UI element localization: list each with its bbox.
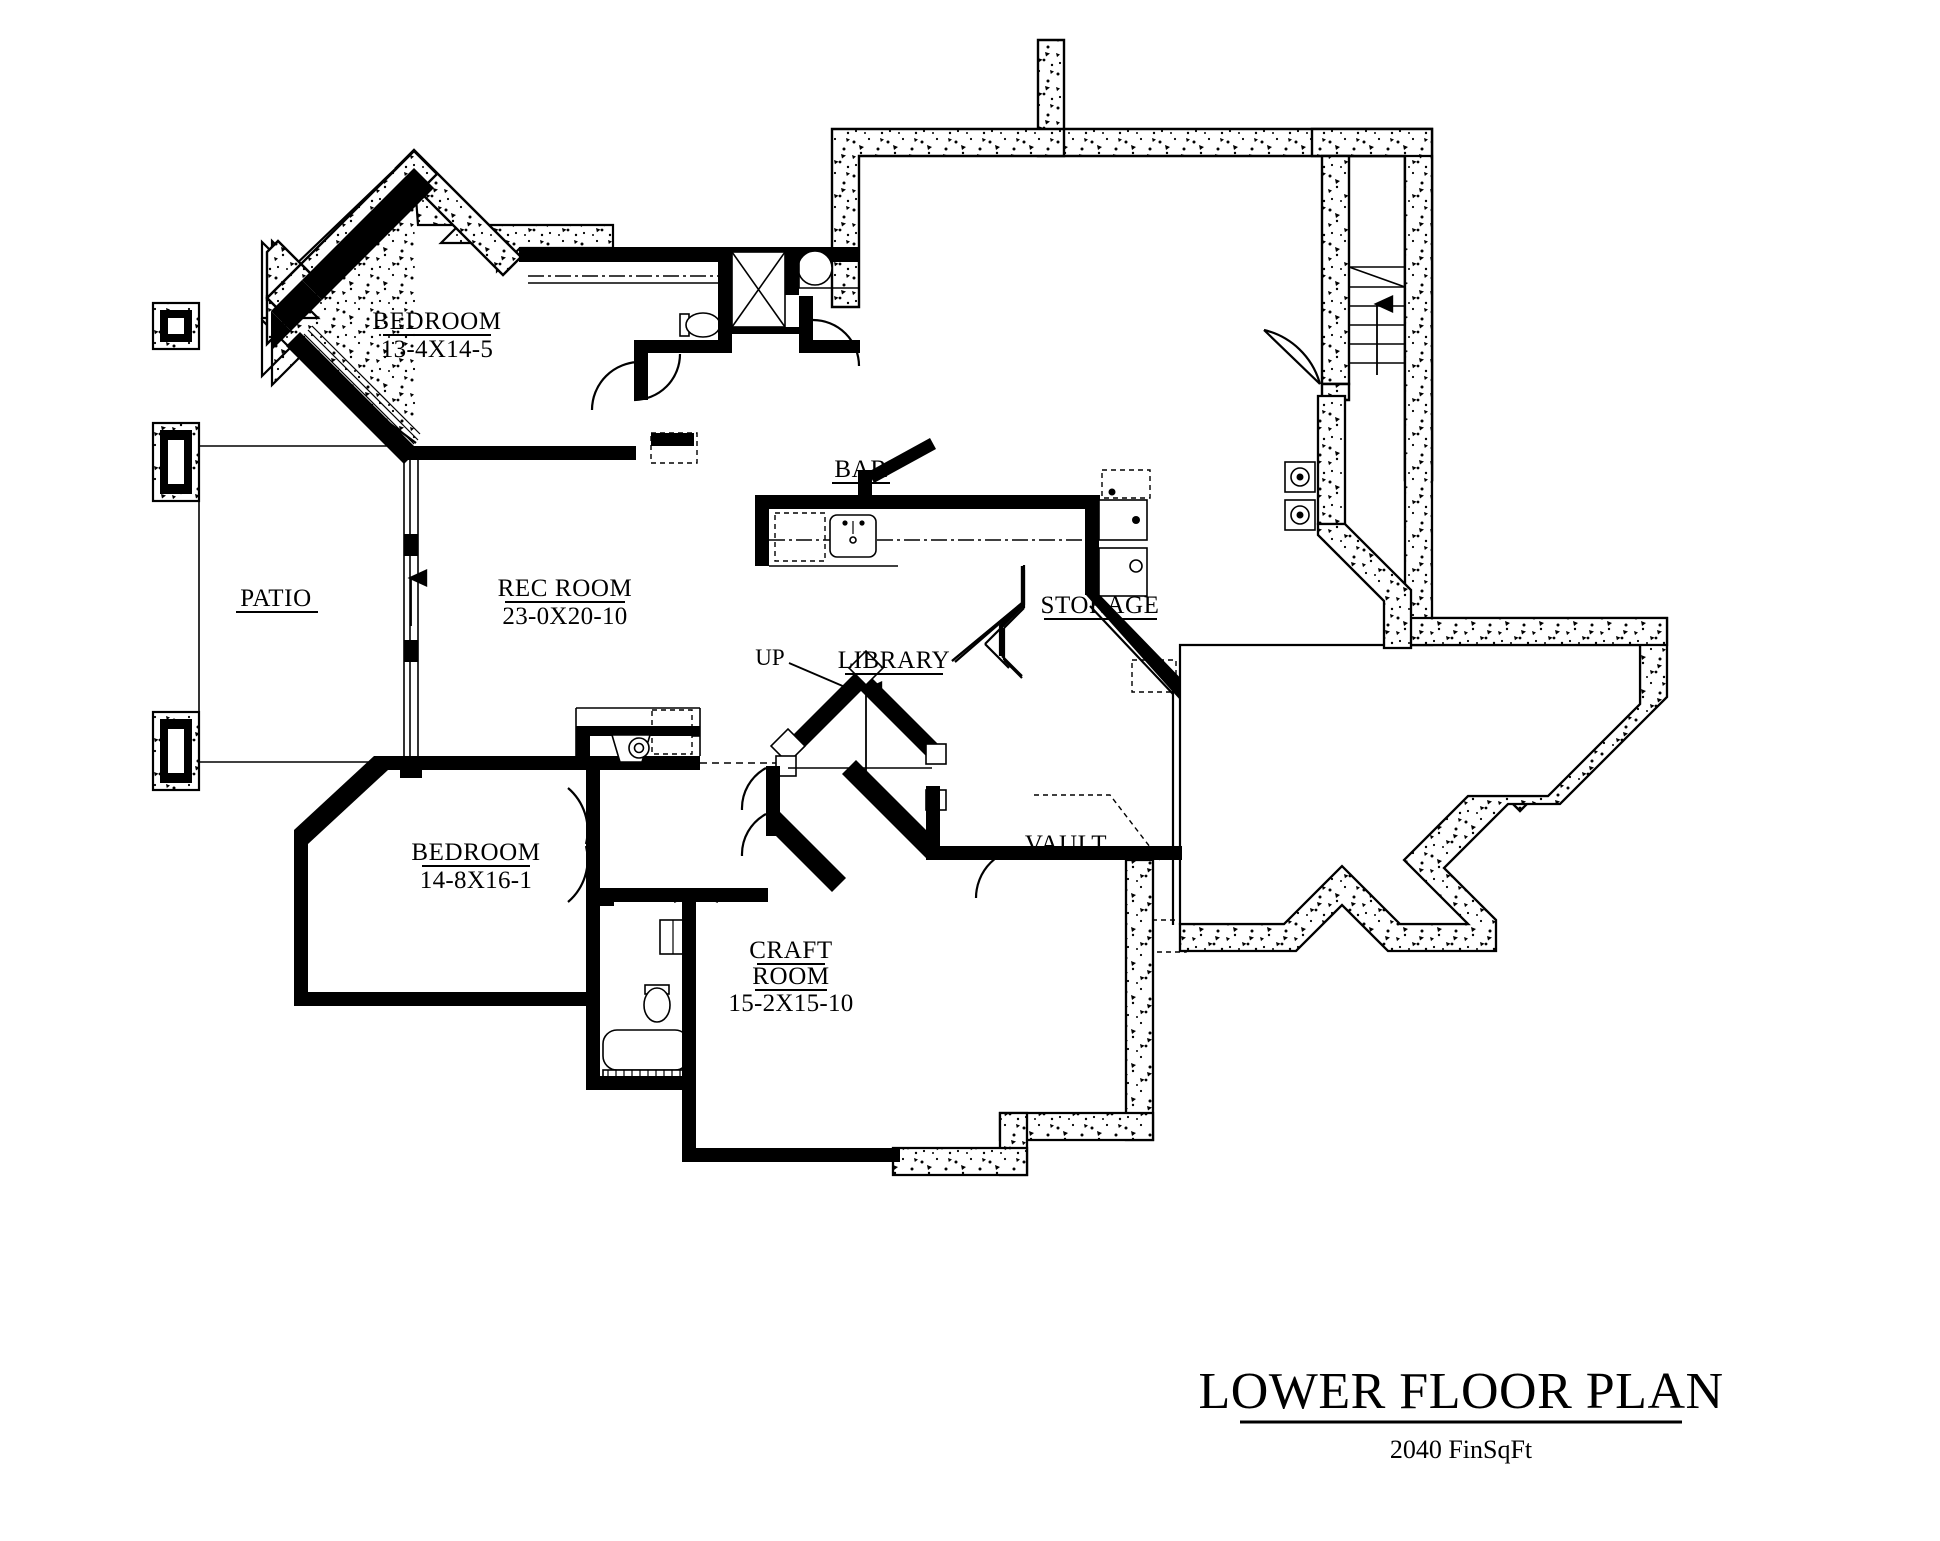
patio-column-lower [151, 710, 201, 792]
room-dimensions: 13-4X14-5 [381, 336, 493, 363]
room-label-bar: BAR [832, 456, 890, 484]
stair-up-annotation: UP [755, 645, 853, 691]
room-name-line2: ROOM [752, 963, 829, 990]
bar-area [755, 438, 1151, 679]
room-name: PATIO [240, 585, 312, 612]
room-dimensions: 23-0X20-10 [502, 603, 627, 630]
room-name: BAR [834, 456, 887, 483]
bar-sink [829, 514, 877, 558]
bedroom-lower-walls [294, 756, 600, 1006]
room-name: CRAFT [749, 937, 833, 964]
plan-subtitle: 2040 FinSqFt [1390, 1435, 1533, 1464]
room-name: REC ROOM [498, 575, 633, 602]
storage-walls [1403, 154, 1669, 647]
toilet-lower [643, 984, 671, 1023]
stairwell-door [1263, 328, 1322, 385]
up-label: UP [755, 645, 784, 670]
water-heater-icons [1284, 461, 1316, 531]
room-label-library: LIBRARY [838, 647, 951, 675]
bedroom-upper-room [265, 148, 860, 464]
bathtub [602, 1029, 690, 1083]
plan-title: LOWER FLOOR PLAN [1198, 1363, 1723, 1420]
room-name: BEDROOM [411, 839, 540, 866]
room-dimensions: 14-8X16-1 [420, 867, 532, 894]
room-dimensions: 15-2X15-10 [728, 990, 853, 1017]
stairway-upper-right [1348, 266, 1406, 375]
room-label-rec-room: REC ROOM 23-0X20-10 [498, 575, 633, 630]
craft-room-walls [682, 858, 1155, 1177]
room-name: VAULT [1025, 831, 1107, 858]
room-label-craft-room: CRAFT ROOM 15-2X15-10 [728, 937, 853, 1017]
storage-west-wall [1316, 394, 1413, 650]
storage-vault-perimeter [1178, 616, 1669, 953]
upper-bath-closet [528, 247, 861, 411]
patio-column-mid [151, 421, 201, 503]
lower-block-outer-walls [374, 756, 388, 770]
room-name: LIBRARY [838, 647, 951, 674]
room-label-vault: VAULT [1025, 831, 1107, 859]
room-name: STORAGE [1040, 592, 1159, 619]
up-leader-line [788, 662, 853, 691]
room-label-bedroom-upper: BEDROOM 13-4X14-5 [372, 308, 501, 363]
stairwell-wall [1320, 154, 1351, 402]
bedroom-upper-window [299, 325, 421, 449]
patio-column-upper [151, 301, 201, 351]
toilet-upper [679, 312, 721, 338]
room-name: BEDROOM [372, 308, 501, 335]
room-label-patio: PATIO [236, 585, 318, 613]
title-block: LOWER FLOOR PLAN 2040 FinSqFt [1198, 1363, 1723, 1464]
room-label-bedroom-lower: BEDROOM 14-8X16-1 [411, 839, 540, 894]
lower-bath [575, 707, 768, 1090]
rec-room-walls [374, 455, 786, 778]
room-label-storage: STORAGE [1040, 592, 1159, 620]
